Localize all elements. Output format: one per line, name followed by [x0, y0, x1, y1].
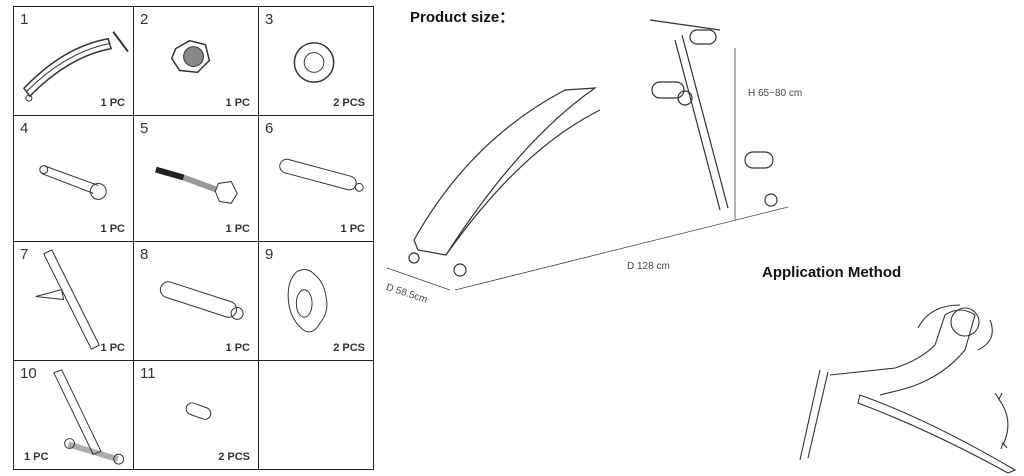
- upright-tube-icon: [35, 249, 100, 350]
- part-cell-8: 8 1 PC: [134, 242, 259, 361]
- parts-list-grid: 1 1 PC 2 1 PC 3 2 PCS 4 1 PC 5 1 PC 6 1 …: [13, 6, 374, 470]
- bolt-icon: [155, 166, 238, 204]
- part-number: 1: [20, 11, 29, 28]
- width-dimension-line: [386, 267, 451, 291]
- part-cell-7: 7 1 PC: [14, 242, 134, 361]
- hex-nut-icon: [170, 39, 211, 74]
- part-quantity: 1 PC: [225, 223, 250, 235]
- height-label: H 65~80 cm: [748, 88, 803, 99]
- spacer-icon: [185, 402, 212, 420]
- part-number: 2: [140, 11, 149, 28]
- part-quantity: 2 PCS: [333, 97, 365, 109]
- part-cell-2: 2 1 PC: [134, 7, 259, 116]
- length-label: D 128 cm: [627, 261, 670, 272]
- pin-icon: [39, 165, 107, 200]
- part-quantity: 1 PC: [340, 223, 365, 235]
- part-number: 4: [20, 120, 29, 137]
- length-dimension-line: [454, 206, 789, 291]
- situp-person-icon: [799, 304, 1017, 474]
- part-number: 11: [140, 365, 156, 382]
- part-quantity: 2 PCS: [218, 451, 250, 463]
- part-quantity: 1 PC: [24, 451, 49, 463]
- part-cell-10: 10 1 PC: [14, 361, 134, 469]
- washer-icon: [293, 42, 335, 83]
- part-cell-9: 9 2 PCS: [259, 242, 373, 361]
- part-quantity: 1 PC: [100, 342, 125, 354]
- part-quantity: 1 PC: [225, 342, 250, 354]
- part-cell-6: 6 1 PC: [259, 116, 373, 242]
- front-leg-icon: [53, 369, 125, 465]
- part-cell-4: 4 1 PC: [14, 116, 134, 242]
- part-quantity: 1 PC: [225, 97, 250, 109]
- curved-bench-pad-icon: [22, 31, 129, 102]
- foam-roller-pair-icon: [159, 281, 244, 320]
- part-number: 7: [20, 246, 29, 263]
- part-quantity: 1 PC: [100, 223, 125, 235]
- part-cell-11: 11 2 PCS: [134, 361, 259, 469]
- part-number: 5: [140, 120, 149, 137]
- application-method-title: Application Method: [762, 264, 902, 281]
- product-size-title: Product size：: [410, 9, 515, 26]
- part-number: 9: [265, 246, 274, 263]
- part-quantity: 1 PC: [100, 97, 125, 109]
- part-quantity: 2 PCS: [333, 342, 365, 354]
- part-number: 3: [265, 11, 274, 28]
- part-number: 6: [265, 120, 274, 137]
- part-number: 8: [140, 246, 149, 263]
- knob-icon: [287, 269, 328, 333]
- part-cell-5: 5 1 PC: [134, 116, 259, 242]
- part-cell-3: 3 2 PCS: [259, 7, 373, 116]
- part-number: 10: [20, 365, 37, 382]
- part-cell-1: 1 1 PC: [14, 7, 134, 116]
- foam-roller-icon: [279, 158, 364, 192]
